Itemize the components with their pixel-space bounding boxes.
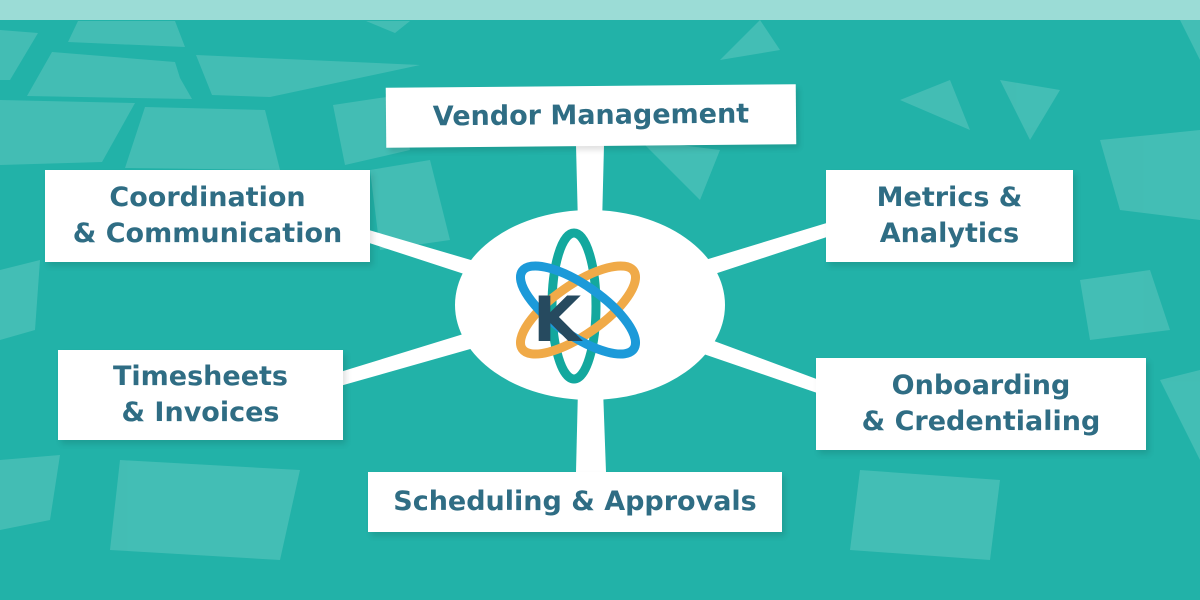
node-timesheets-invoices: Timesheets & Invoices — [58, 350, 343, 440]
logo-letter: K — [533, 283, 583, 356]
node-label: & Invoices — [121, 397, 280, 428]
blue-ring — [515, 261, 641, 359]
center-ellipse — [455, 210, 725, 400]
node-label: Scheduling & Approvals — [393, 486, 757, 517]
node-label: Vendor Management — [432, 98, 750, 133]
teal-ring — [547, 228, 601, 384]
node-metrics-analytics: Metrics & Analytics — [826, 170, 1073, 262]
node-label: Analytics — [879, 218, 1020, 249]
node-label: Coordination — [109, 182, 306, 213]
node-label: Metrics & — [876, 182, 1023, 213]
node-label: Onboarding — [891, 370, 1071, 401]
node-label: & Communication — [72, 218, 343, 249]
orange-ring — [515, 261, 641, 359]
k-atom-logo: K — [515, 228, 641, 384]
node-coordination-communication: Coordination & Communication — [45, 170, 370, 262]
node-vendor-management: Vendor Management — [385, 84, 797, 148]
node-label: Timesheets — [112, 361, 288, 392]
top-band — [0, 0, 1200, 20]
node-scheduling-approvals: Scheduling & Approvals — [368, 472, 782, 532]
node-onboarding-credentialing: Onboarding & Credentialing — [816, 358, 1146, 450]
node-label: & Credentialing — [861, 406, 1101, 437]
